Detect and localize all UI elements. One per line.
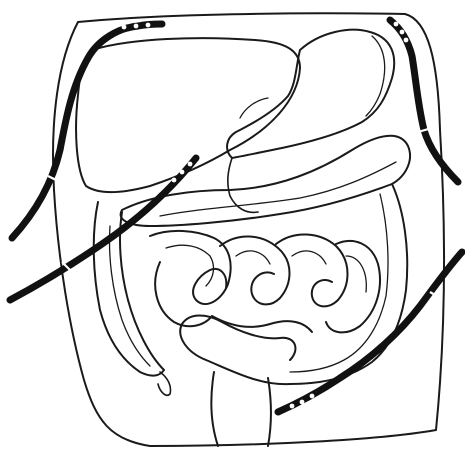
small-intestine-loop-inner-2 (236, 251, 270, 264)
right-subphrenic-drain (12, 23, 162, 238)
left-paracolic-drain (278, 252, 462, 412)
descending-colon-inner (290, 194, 388, 372)
abdominal-wall (53, 13, 444, 446)
descending-colon (290, 184, 407, 384)
stomach-fold (366, 36, 385, 116)
rectum (211, 372, 271, 446)
stomach (227, 30, 394, 158)
small-intestine-loop-inner-3 (292, 251, 326, 264)
appendix (158, 372, 171, 395)
small-intestine-loop-inner-4 (346, 256, 366, 292)
small-intestine (150, 231, 380, 332)
liver-notch (240, 98, 268, 118)
left-subphrenic-drain (390, 20, 458, 182)
small-intestine-loop-inner-1 (166, 245, 213, 286)
transverse-colon-haustra (160, 162, 396, 216)
